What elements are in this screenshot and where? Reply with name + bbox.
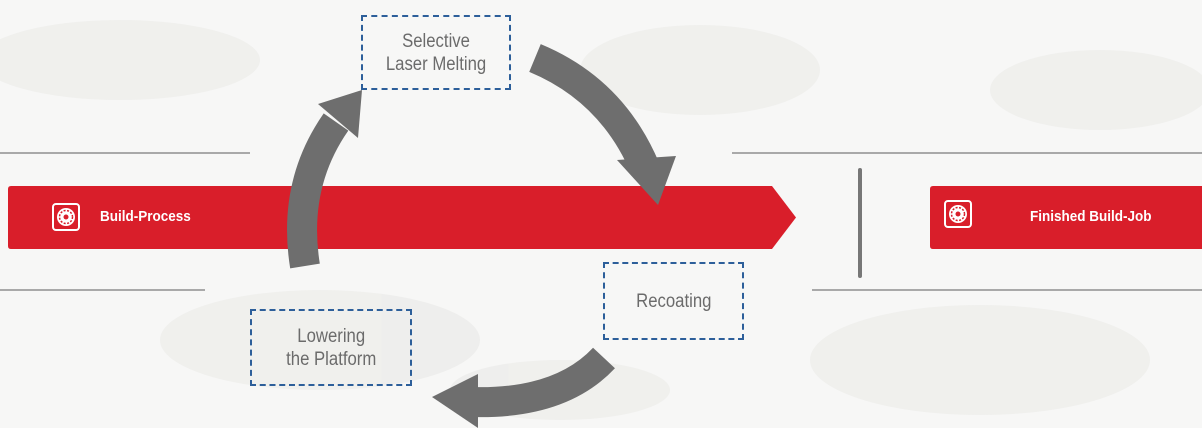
step-selective-laser-melting-label: Selective Laser Melting [385,30,487,75]
phase-separator [858,168,862,278]
step-selective-laser-melting: Selective Laser Melting [361,15,511,90]
step-recoating: Recoating [603,262,744,340]
divider-bottom-left [0,289,205,291]
divider-top-left [0,152,250,154]
arrow-to-lowering [432,347,615,428]
build-process-banner: Build-Process [8,186,796,249]
build-process-arrow-shape [8,186,796,249]
step-lowering-the-platform: Lowering the Platform [250,309,412,386]
arrow-to-recoating [529,44,676,205]
finished-build-job-label: Finished Build-Job [1030,208,1152,225]
build-plate-icon [944,200,972,228]
divider-bottom-right [812,289,1202,291]
step-recoating-label: Recoating [635,290,712,312]
finished-banner-shape [930,186,1202,249]
finished-build-job-banner: Finished Build-Job [930,186,1202,249]
step-lowering-the-platform-label: Lowering the Platform [285,325,377,370]
build-process-label: Build-Process [100,208,191,225]
divider-top-right [732,152,1202,154]
arrow-to-laser-melting [287,90,362,269]
build-plate-icon [52,203,80,231]
